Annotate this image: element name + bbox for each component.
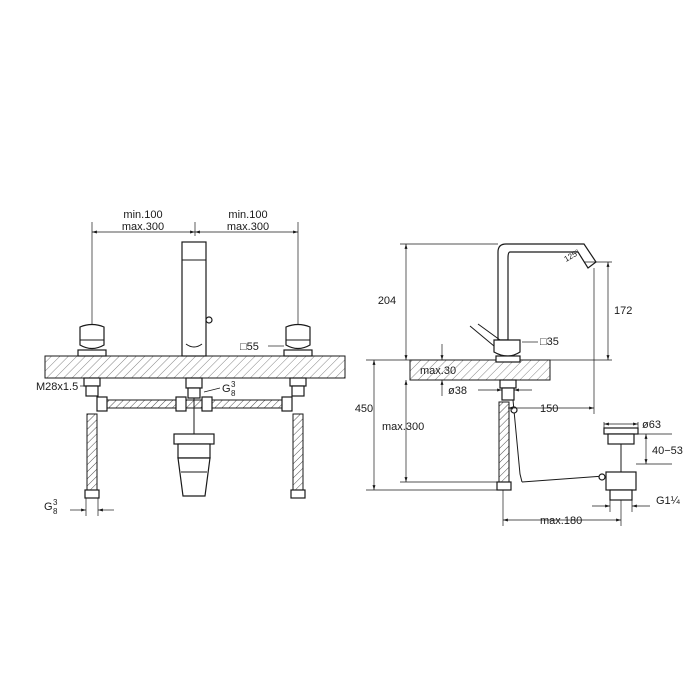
side-vertical-dimensions: 204 172 450 max.300 max.30 ø38 □35 150 — [355, 243, 632, 491]
side-square-label: □35 — [540, 336, 559, 348]
front-view: min.100 max.300 min.100 max.300 — [36, 209, 346, 516]
front-horizontal-hose — [96, 396, 293, 412]
svg-text:3: 3 — [53, 498, 58, 507]
svg-text:8: 8 — [53, 507, 58, 516]
left-spacing-max: max.300 — [122, 221, 164, 233]
right-spacing-min: min.100 — [228, 209, 267, 221]
side-view: 125° 204 172 450 max.300 — [355, 243, 632, 491]
deck-label: max.30 — [420, 365, 456, 377]
right-spacing-max: max.300 — [227, 221, 269, 233]
center-connection-label: G 3 8 — [222, 380, 236, 398]
waste-assembly: ø63 40−53 G1¼ max.180 — [502, 419, 683, 527]
side-spout — [469, 243, 597, 401]
left-handle — [77, 323, 107, 397]
hose-length-label: max.300 — [382, 421, 424, 433]
center-spout — [181, 241, 213, 399]
reach-label: 150 — [540, 403, 558, 415]
svg-text:G: G — [44, 501, 53, 513]
waste-range-label: 40−53 — [652, 445, 683, 457]
waste-distance-label: max.180 — [540, 515, 582, 527]
front-square-label: □55 — [240, 341, 259, 353]
waste-diameter-label: ø63 — [642, 419, 661, 431]
waste-thread-label: G1¼ — [656, 495, 681, 507]
side-hose — [496, 399, 605, 491]
hole-diameter-label: ø38 — [448, 385, 467, 397]
front-countertop — [44, 355, 346, 379]
hose-connection-label: G 3 8 — [44, 498, 58, 516]
side-countertop — [409, 359, 551, 381]
svg-text:3: 3 — [231, 380, 236, 389]
svg-text:G: G — [222, 383, 231, 395]
front-spacing-dimensions: min.100 max.300 min.100 max.300 — [91, 209, 299, 330]
height-label: 204 — [378, 295, 396, 307]
total-length-label: 450 — [355, 403, 373, 415]
front-waste — [173, 398, 215, 497]
hose-thread-dimension: G 3 8 — [44, 498, 114, 516]
front-vertical-hoses — [84, 413, 306, 499]
svg-text:8: 8 — [231, 389, 236, 398]
left-spacing-min: min.100 — [123, 209, 162, 221]
spout-height-label: 172 — [614, 305, 632, 317]
thread-label: M28x1.5 — [36, 381, 78, 393]
right-handle — [283, 323, 313, 397]
